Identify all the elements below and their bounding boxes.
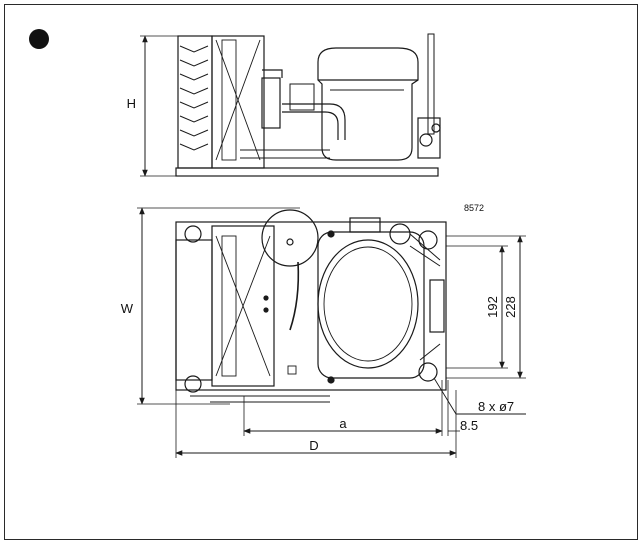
side-view bbox=[140, 33, 441, 177]
label-width: W bbox=[121, 301, 134, 316]
side-fan-motor bbox=[261, 77, 281, 129]
top-fan-motor bbox=[261, 209, 319, 267]
side-valve-block bbox=[417, 117, 441, 159]
side-fan-shroud bbox=[211, 35, 265, 169]
top-valve-upper bbox=[389, 223, 411, 245]
top-compressor-housing bbox=[317, 231, 425, 379]
top-fan-guard bbox=[211, 225, 275, 387]
label-edge-offset: 8.5 bbox=[460, 418, 478, 433]
figure-badge: 2 bbox=[29, 29, 49, 49]
top-valve-lower bbox=[418, 362, 438, 382]
top-view bbox=[137, 207, 526, 458]
top-compressor bbox=[317, 239, 419, 369]
top-condenser bbox=[175, 239, 213, 381]
label-height: H bbox=[127, 96, 136, 111]
drawing-code: 8572 bbox=[464, 203, 484, 213]
label-a: a bbox=[339, 416, 347, 431]
label-mount-holes: 8 x ø7 bbox=[478, 399, 514, 414]
top-base-plate bbox=[175, 221, 447, 391]
label-depth: D bbox=[309, 438, 318, 453]
top-relay-box bbox=[429, 279, 445, 333]
label-228: 228 bbox=[503, 296, 518, 318]
side-compressor bbox=[317, 47, 419, 161]
leader-mount-holes bbox=[433, 377, 526, 415]
figure-badge-number: 2 bbox=[35, 31, 43, 47]
side-base-plate bbox=[175, 167, 439, 177]
label-192: 192 bbox=[485, 296, 500, 318]
